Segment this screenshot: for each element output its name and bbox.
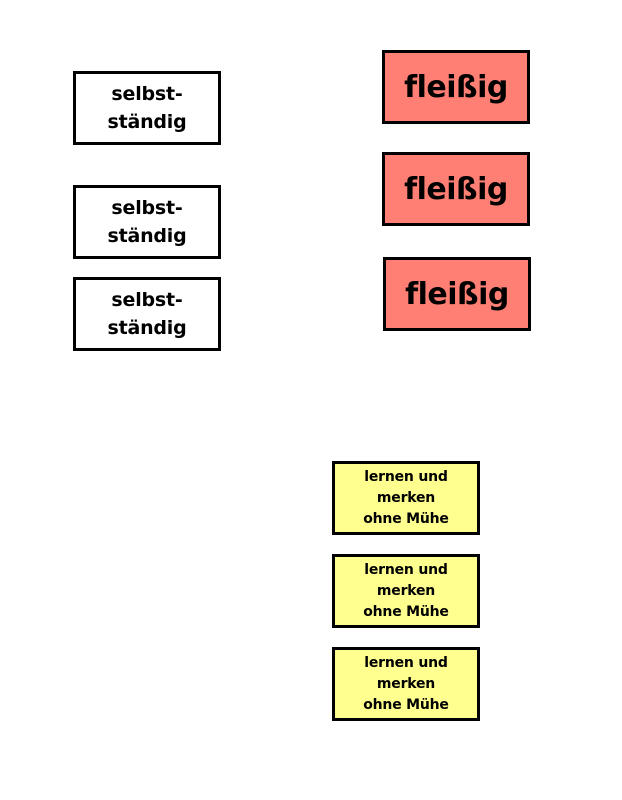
- word-card-line: selbst-: [111, 289, 183, 311]
- word-card-line: lernen und: [364, 468, 448, 485]
- word-card-fleissig[interactable]: fleißig: [383, 257, 531, 331]
- word-card-line: fleißig: [404, 69, 508, 105]
- word-card-lernen-und-merken[interactable]: lernen und merken ohne Mühe: [332, 554, 480, 628]
- word-card-line: ständig: [107, 225, 187, 247]
- word-card-line: merken: [376, 675, 436, 692]
- word-card-line: fleißig: [405, 276, 509, 312]
- word-card-line: fleißig: [404, 171, 508, 207]
- word-card-line: ohne Mühe: [363, 696, 449, 713]
- word-card-line: selbst-: [111, 83, 183, 105]
- word-card-line: ständig: [107, 317, 187, 339]
- word-card-text: selbst- ständig: [107, 80, 186, 136]
- word-card-selbststaendig[interactable]: selbst- ständig: [73, 71, 221, 145]
- word-card-line: ohne Mühe: [363, 603, 449, 620]
- word-card-line: merken: [376, 489, 436, 506]
- word-card-lernen-und-merken[interactable]: lernen und merken ohne Mühe: [332, 461, 480, 535]
- word-card-text: selbst- ständig: [107, 194, 186, 250]
- word-card-selbststaendig[interactable]: selbst- ständig: [73, 277, 221, 351]
- word-card-text: lernen und merken ohne Mühe: [363, 467, 449, 530]
- word-card-fleissig[interactable]: fleißig: [382, 152, 530, 226]
- word-card-line: lernen und: [364, 561, 448, 578]
- word-card-line: ständig: [107, 111, 187, 133]
- word-card-text: lernen und merken ohne Mühe: [363, 653, 449, 716]
- word-card-line: ohne Mühe: [363, 510, 449, 527]
- word-card-fleissig[interactable]: fleißig: [382, 50, 530, 124]
- word-card-lernen-und-merken[interactable]: lernen und merken ohne Mühe: [332, 647, 480, 721]
- word-card-text: selbst- ständig: [107, 286, 186, 342]
- word-card-selbststaendig[interactable]: selbst- ständig: [73, 185, 221, 259]
- word-card-line: selbst-: [111, 197, 183, 219]
- word-card-text: lernen und merken ohne Mühe: [363, 560, 449, 623]
- word-card-line: lernen und: [364, 654, 448, 671]
- word-card-line: merken: [376, 582, 436, 599]
